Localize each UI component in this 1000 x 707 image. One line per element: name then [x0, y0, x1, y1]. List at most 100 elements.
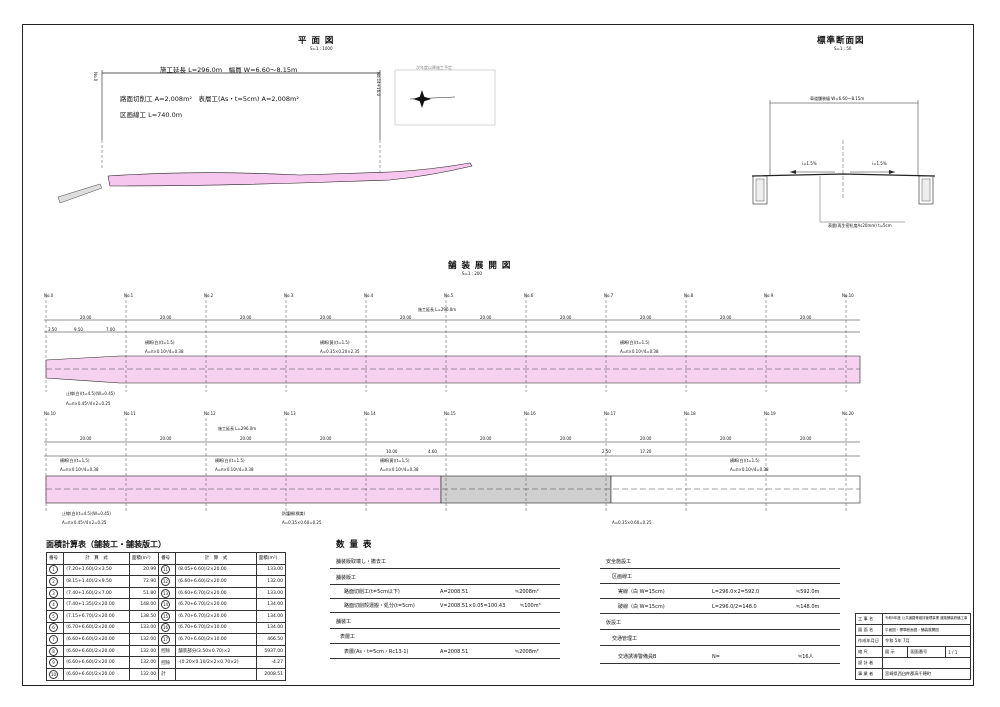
formula-cell: (6.70+6.70)/2×20.00: [175, 598, 257, 611]
value-cell: 134.00: [255, 621, 287, 635]
title-block-value: 令和5年度 公共道路等維持管理事業 道路舗装修繕工事: [882, 613, 971, 625]
area-label: A=π×0.10²/4=0.38: [380, 467, 419, 472]
formula-cell: (6.60+6.60)/2×20.00: [63, 656, 130, 669]
area-label: A=π×0.10²/4=0.38: [215, 467, 254, 472]
formula-cell: (7.20+1.60)/2×3.50: [63, 563, 130, 577]
quantity-label: 実線（白 W=15cm): [618, 589, 665, 595]
dim-label: 20.00: [800, 315, 812, 320]
title-block-row: 工 事 名 令和5年度 公共道路等維持管理事業 道路舗装修繕工事: [855, 613, 971, 625]
cross-section-title: 標準断面図: [817, 36, 865, 46]
title-block-label: 作成年月日: [855, 635, 883, 647]
quantity-title: 数 量 表: [336, 540, 373, 550]
stop-area: A=π×0.45²/4×2=0.25: [66, 401, 111, 406]
dim-label: 20.00: [560, 436, 572, 441]
station-label: No.4: [364, 293, 374, 298]
title-block-row: 縮 尺 図 示 図面番号 1 / 1: [855, 646, 971, 658]
marking-label: 横断(白)(t=1.5): [730, 458, 760, 463]
quantity-formula: A=2008.51: [440, 649, 469, 655]
quantity-label: 表層(As・t=5cm・Rc13-1): [344, 649, 409, 655]
stop-area: A=π×0.45²/4×2=0.25: [62, 520, 107, 525]
row-number: 4: [49, 600, 58, 610]
row-number: 16: [161, 623, 171, 633]
row-number: 6: [49, 623, 58, 633]
station-label: No.13: [284, 411, 296, 416]
station-label: No.19: [764, 411, 776, 416]
quantity-label: 路面切削工(t=5cm以下): [344, 589, 400, 595]
plan-extension: 施工延長 L=296.0m 幅員 W=6.60～8.15m: [160, 66, 298, 74]
quantity-label: 舗装版取壊し・撤去工: [336, 559, 387, 565]
title-block-value: 宮崎県西臼杵郡高千穂町: [882, 668, 971, 680]
dim-label: 20.00: [320, 315, 332, 320]
dim-label: 20.00: [320, 436, 332, 441]
formula-cell: -(0.20×0.10/2×2×0.70×2): [175, 656, 257, 669]
drawing-frame: [22, 24, 974, 686]
value-cell: 148.00: [128, 598, 160, 611]
quantity-value: ≒148.0m: [796, 604, 820, 610]
area-table-title: 面積計算表（舗装工・舗装版工）: [46, 540, 166, 549]
row-number: 2: [49, 576, 58, 586]
row-number: 3: [49, 588, 58, 598]
quantity-label: 破線（白 W=15cm): [618, 604, 665, 610]
row-number: 17: [161, 634, 171, 644]
quantity-value: ≒2008m²: [515, 649, 539, 655]
row-number: 5: [49, 611, 58, 621]
table-header-cell: 番号: [45, 552, 65, 565]
area-table: 番号 計 算 式 面積(m²) 番号 計 算 式 面積(m²) 1(7.20+1…: [45, 552, 287, 681]
station-label: No.17: [604, 411, 616, 416]
quantity-formula: L=296.0×2=592.0: [712, 589, 760, 595]
row-number: 13: [161, 588, 171, 598]
cross-section-note: 表層(再生密粒度As20mm) t=5cm: [828, 223, 892, 228]
development-scale: S=1 : 200: [462, 271, 482, 276]
row-label: 控除: [158, 644, 177, 658]
quantity-label: 仮設工: [606, 620, 622, 626]
dim-label: 20.00: [480, 315, 492, 320]
dim-label: 20.00: [800, 436, 812, 441]
dim-label: 20.00: [160, 436, 172, 441]
title-block-row: 事 業 者 宮崎県西臼杵郡高千穂町: [855, 668, 971, 680]
value-cell: 134.00: [255, 609, 287, 623]
station-label: No.16: [524, 411, 536, 416]
fence-label: 防護柵(標識): [282, 511, 306, 516]
dim-label: 2.50: [602, 449, 611, 454]
station-label: No.5: [444, 293, 454, 298]
formula-cell: (6.60+6.60)/2×20.00: [63, 644, 130, 658]
station-label: No.9: [764, 293, 774, 298]
row-number: 9: [49, 658, 58, 668]
row-number: 15: [161, 611, 171, 621]
table-header-cell: 計 算 式: [63, 552, 130, 565]
area-label: A=0.35×0.20×2.35: [320, 349, 360, 354]
station-label: No.20: [842, 411, 854, 416]
dim-label: 20.00: [240, 436, 252, 441]
station-label: No.18: [684, 411, 696, 416]
value-cell: 20.99: [128, 563, 160, 577]
value-cell: -4.27: [255, 656, 287, 669]
formula-cell: (8.15+1.40)/2×9.50: [63, 575, 130, 588]
station-label: No.8: [684, 293, 694, 298]
title-block: 工 事 名 令和5年度 公共道路等維持管理事業 道路舗装修繕工事 図 面 名 平…: [855, 613, 971, 680]
dim-label: 20.00: [720, 315, 732, 320]
title-block-label: 図 面 名: [855, 624, 883, 636]
title-block-value: 図 示: [881, 646, 909, 658]
marking-label: 横断(黄)(t=1.5): [320, 340, 350, 345]
value-cell: 5937.00: [255, 644, 287, 658]
plan-marking: 区画線工 L=740.0m: [120, 111, 183, 119]
quantity-label: 舗装工: [336, 619, 352, 625]
slope-left: i=1.5%: [802, 161, 817, 166]
development-title: 舗 装 展 開 図: [448, 261, 512, 271]
stop-label: 止線(白)(t=4.5)(W=0.45): [66, 391, 115, 396]
quantity-value: ≒16人: [798, 654, 814, 660]
quantity-value: ≒592.0m: [796, 589, 820, 595]
dim-label: 20.00: [720, 436, 732, 441]
row-number: 10: [49, 669, 58, 679]
formula-cell: (7.15+6.70)/2×20.00: [63, 609, 130, 623]
title-block-label: 工 事 名: [855, 613, 883, 625]
area-label: A=π×0.10²/4=0.38: [60, 467, 99, 472]
quantity-label: 交通管理工: [612, 636, 638, 642]
table-header-row: 番号 計 算 式 面積(m²) 番号 計 算 式 面積(m²): [45, 552, 287, 565]
cross-section-width: 車道舗装幅 W=6.60～8.15m: [810, 96, 865, 101]
formula-cell: (6.60+6.70)/2×20.00: [175, 586, 257, 600]
